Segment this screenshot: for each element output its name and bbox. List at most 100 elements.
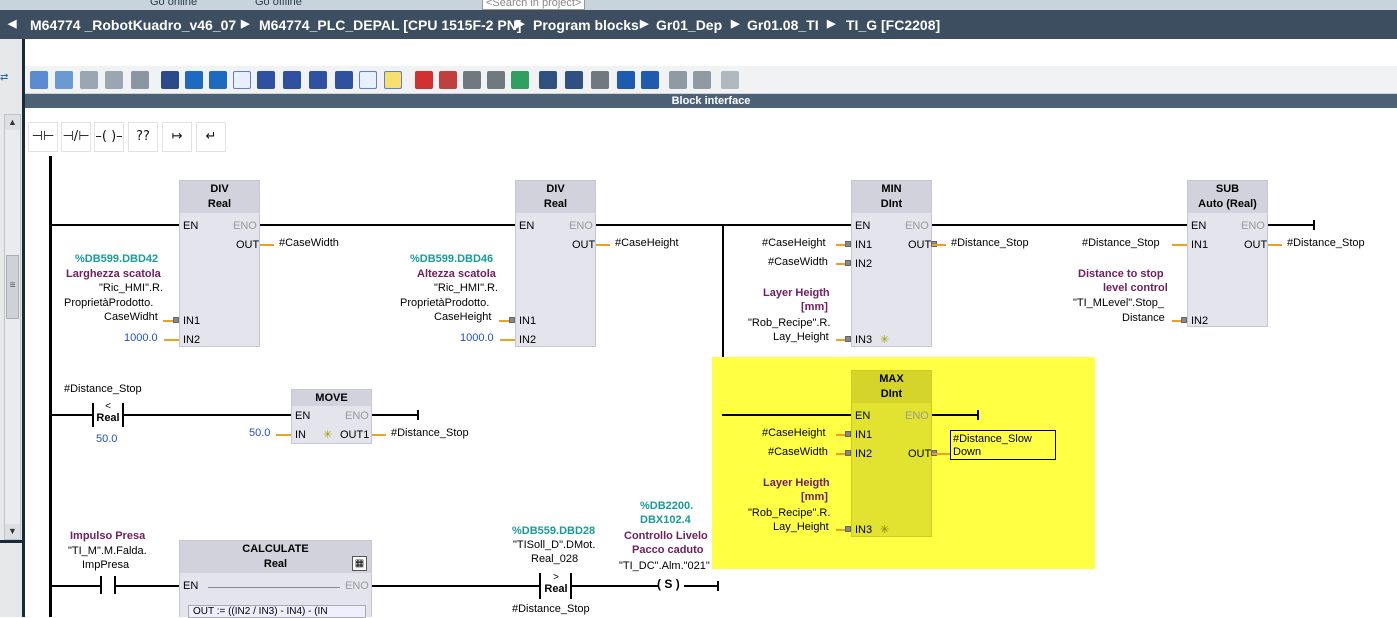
div1-in2-value[interactable]: 1000.0 xyxy=(124,332,158,344)
scroll-down-icon[interactable]: ▼ xyxy=(5,524,20,539)
network-comments-icon[interactable] xyxy=(233,71,251,89)
breadcrumb-item-block[interactable]: TI_G [FC2208] xyxy=(846,17,941,33)
move-out-operand[interactable]: #Distance_Stop xyxy=(391,427,469,439)
block-interface-bar[interactable]: Block interface xyxy=(25,94,1397,108)
calc-type[interactable]: Real xyxy=(263,558,288,570)
close-all-networks-icon[interactable] xyxy=(283,71,301,89)
min-type[interactable]: DInt xyxy=(880,198,903,210)
close-branch-icon[interactable]: ↵ xyxy=(196,122,226,152)
update-calls-icon[interactable] xyxy=(463,71,481,89)
previous-block-icon[interactable] xyxy=(539,71,557,89)
calc-formula[interactable]: OUT := ((IN2 / IN3) - IN4) - (IN xyxy=(188,605,366,618)
monitoring-icon[interactable] xyxy=(131,71,149,89)
go-offline-button[interactable]: Go offline xyxy=(255,0,302,8)
highlight-icon[interactable] xyxy=(384,71,402,89)
scroll-thumb[interactable]: ≡ xyxy=(6,255,19,319)
monitor-glasses-icon[interactable] xyxy=(693,71,711,89)
breadcrumb-item-subgroup[interactable]: Gr01.08_TI xyxy=(747,17,819,33)
div2-tag-line[interactable]: "Ric_HMI".R. xyxy=(434,282,499,294)
min-out-operand[interactable]: #Distance_Stop xyxy=(951,237,1029,249)
empty-box-icon[interactable]: ?? xyxy=(128,122,158,152)
coil-tag[interactable]: "TI_DC".Alm."021" xyxy=(619,560,710,572)
insert-network-icon[interactable] xyxy=(30,71,48,89)
div1-out-operand[interactable]: #CaseWidth xyxy=(279,237,339,249)
div1-tag-line[interactable]: "Ric_HMI".R. xyxy=(99,282,164,294)
max-out-operand-editor[interactable]: #Distance_Slow Down xyxy=(950,430,1056,460)
editor-vertical-scrollbar[interactable]: ▲ ≡ ▼ xyxy=(4,114,21,540)
sub-in2-tag[interactable]: Distance xyxy=(1122,312,1165,324)
tag-info-icon[interactable] xyxy=(309,71,327,89)
cmp-contact[interactable]: < Real xyxy=(95,401,121,424)
cross-reference-icon[interactable] xyxy=(641,71,659,89)
min-in3-tag[interactable]: "Rob_Recipe".R. xyxy=(748,317,831,329)
breadcrumb-item-program-blocks[interactable]: Program blocks xyxy=(533,17,639,33)
max-in3-tag[interactable]: Lay_Height xyxy=(773,521,829,533)
download-icon[interactable] xyxy=(511,71,529,89)
cmp2-tag[interactable]: "TISoll_D".DMot. xyxy=(513,539,596,551)
div1-type[interactable]: Real xyxy=(207,198,232,210)
cmp2-tag[interactable]: Real_028 xyxy=(531,553,579,565)
div1-tag-line[interactable]: ProprietàProdotto. xyxy=(64,297,154,309)
cmp-type[interactable]: Real xyxy=(96,412,120,424)
next-block-icon[interactable] xyxy=(565,71,583,89)
favorites-toggle-icon[interactable] xyxy=(185,71,203,89)
open-all-networks-icon[interactable] xyxy=(257,71,275,89)
div2-in2-value[interactable]: 1000.0 xyxy=(460,332,494,344)
comments-toggle-icon[interactable] xyxy=(209,71,227,89)
calculator-icon[interactable]: ▦ xyxy=(352,556,367,571)
add-input-icon[interactable]: ✳ xyxy=(880,524,890,536)
div1-tag-line[interactable]: CaseWidht xyxy=(104,311,158,323)
cmp2-contact[interactable]: > Real xyxy=(541,572,571,595)
cmp-operand[interactable]: #Distance_Stop xyxy=(64,383,142,395)
add-row-icon[interactable] xyxy=(105,71,123,89)
list-view-icon[interactable] xyxy=(359,71,377,89)
breadcrumb-item-group[interactable]: Gr01_Dep xyxy=(656,17,723,33)
coil-icon[interactable]: –( )– xyxy=(94,122,124,152)
max-in3-tag[interactable]: "Rob_Recipe".R. xyxy=(748,507,831,519)
compare-icon[interactable] xyxy=(487,71,505,89)
go-to-next-error-icon[interactable] xyxy=(439,71,457,89)
sub-in2-tag[interactable]: "TI_MLevel".Stop_ xyxy=(1073,297,1164,309)
normally-closed-contact-icon[interactable]: ⊣/⊢ xyxy=(61,122,91,152)
contact-tag[interactable]: "TI_M".M.Falda. xyxy=(68,545,147,557)
cmp2-operand[interactable]: #Distance_Stop xyxy=(512,603,590,615)
sub-out-operand[interactable]: #Distance_Stop xyxy=(1287,237,1365,249)
add-input-icon[interactable]: ✳ xyxy=(880,334,890,346)
max-in1-operand[interactable]: #CaseHeight xyxy=(762,427,826,439)
div2-out-operand[interactable]: #CaseHeight xyxy=(615,237,679,249)
move-in-value[interactable]: 50.0 xyxy=(249,427,271,439)
div2-tag-line[interactable]: ProprietàProdotto. xyxy=(400,297,490,309)
cmp-value[interactable]: 50.0 xyxy=(96,433,118,445)
min-in2-operand[interactable]: #CaseWidth xyxy=(768,256,828,268)
min-in3-tag[interactable]: Lay_Height xyxy=(773,331,829,343)
add-output-icon[interactable]: ✳ xyxy=(323,429,333,441)
sub-in1-operand[interactable]: #Distance_Stop xyxy=(1082,237,1160,249)
absolute-operands-icon[interactable] xyxy=(161,71,179,89)
div2-type[interactable]: Real xyxy=(543,198,568,210)
open-branch-icon[interactable]: ↦ xyxy=(162,122,192,152)
div2-tag-line[interactable]: CaseHeight xyxy=(434,311,492,323)
go-online-button[interactable]: Go online xyxy=(150,0,198,8)
scroll-up-icon[interactable]: ▲ xyxy=(5,115,20,130)
database-icon[interactable] xyxy=(721,71,739,89)
normally-open-contact-icon[interactable]: ⊣⊢ xyxy=(28,122,58,152)
move-box[interactable]: MOVE EN ENO IN ✳ OUT1 xyxy=(291,389,372,444)
project-search-input[interactable]: <Search in project> xyxy=(482,0,586,10)
max-type[interactable]: DInt xyxy=(880,388,903,400)
delete-network-icon[interactable] xyxy=(55,71,73,89)
min-in1-operand[interactable]: #CaseHeight xyxy=(762,237,826,249)
sub-type[interactable]: Auto (Real) xyxy=(1198,198,1257,210)
set-coil[interactable]: ( S ) xyxy=(657,577,680,591)
contact-tag[interactable]: ImpPresa xyxy=(82,559,130,571)
cmp2-type[interactable]: Real xyxy=(544,583,568,595)
go-to-previous-error-icon[interactable] xyxy=(415,71,433,89)
jump-icon[interactable] xyxy=(591,71,609,89)
show-tags-icon[interactable] xyxy=(335,71,353,89)
tool-settings-icon[interactable] xyxy=(669,71,687,89)
toolbar-left-icon[interactable]: ⇄ xyxy=(0,72,9,83)
